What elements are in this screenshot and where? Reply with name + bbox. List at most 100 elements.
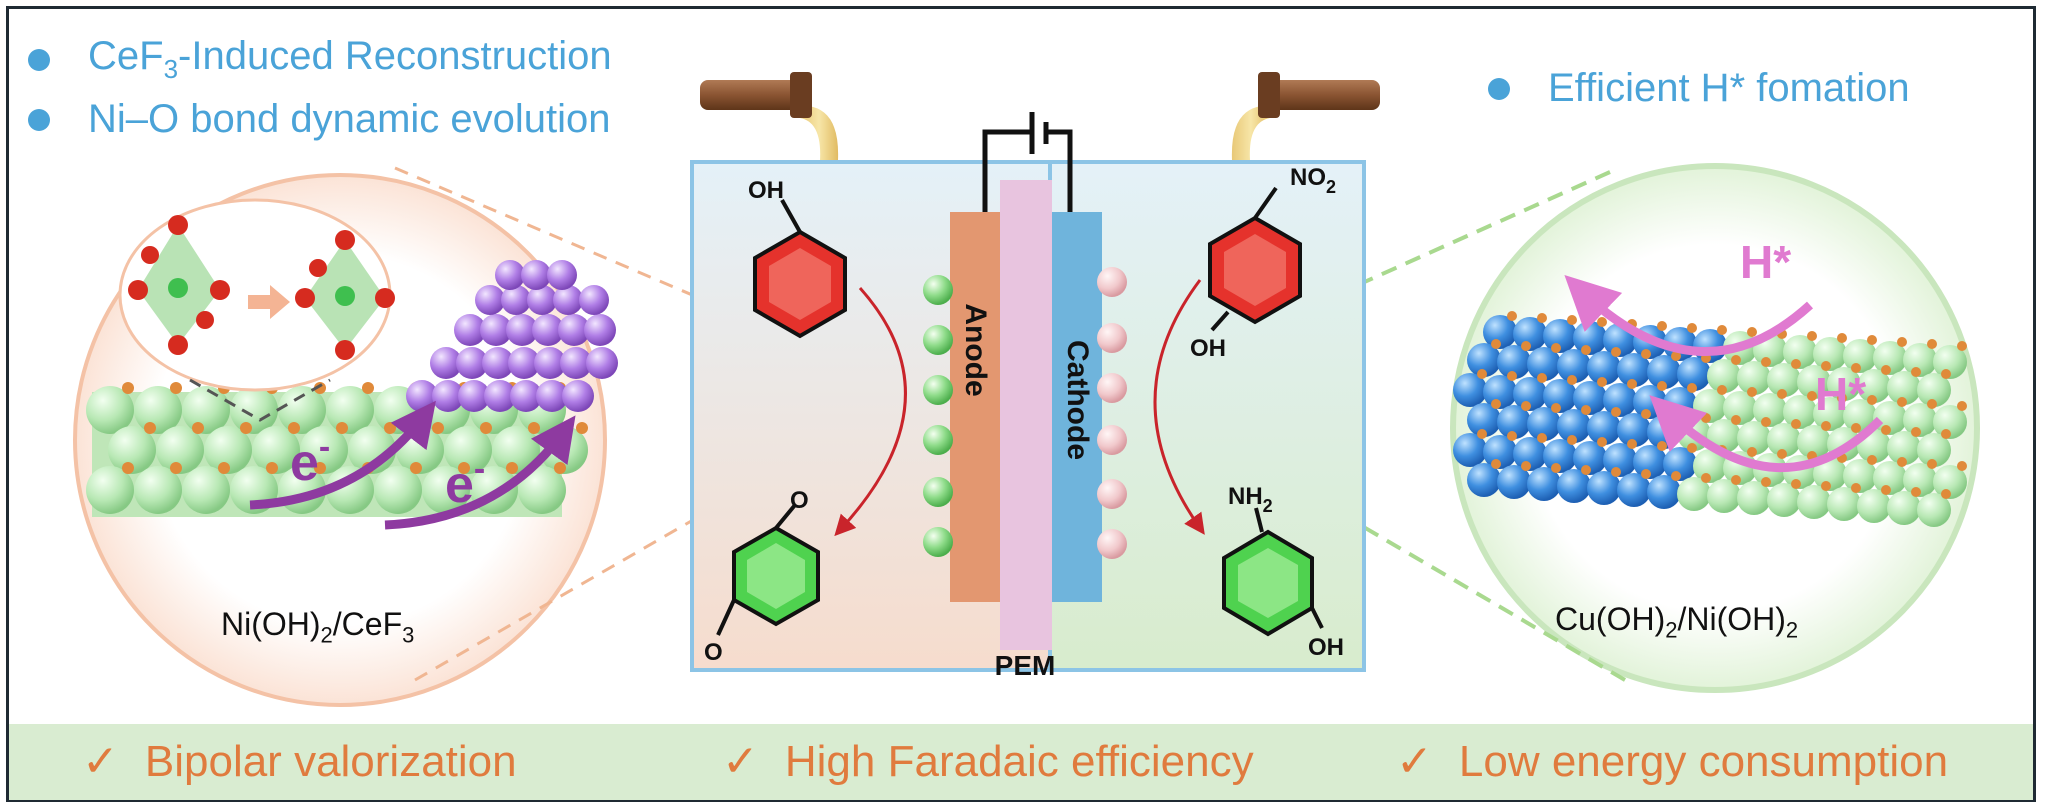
o-atom — [1521, 401, 1531, 411]
cef3-atom — [553, 285, 583, 315]
o-atom — [1657, 441, 1667, 451]
cef3-atom — [432, 380, 464, 412]
cu-atom — [1677, 357, 1711, 391]
check-icon: ✓ — [1396, 737, 1433, 786]
cu-atom — [1453, 373, 1487, 407]
cu-atom — [1497, 345, 1531, 379]
ni-atom — [1797, 365, 1831, 399]
bullet-ni-o-evolution: Ni–O bond dynamic evolution — [28, 97, 611, 142]
o-atom — [1521, 461, 1531, 471]
o-atom — [1821, 421, 1831, 431]
o-atom — [288, 422, 300, 434]
bullet-dot — [1488, 77, 1510, 100]
left-inlet-pipe — [700, 72, 839, 160]
o-atom — [1581, 465, 1591, 475]
ni-atom — [1783, 335, 1817, 369]
o-atom — [1957, 461, 1967, 471]
ni-atom — [86, 466, 134, 514]
o-atom — [1701, 473, 1711, 483]
ni-atom — [1737, 481, 1771, 515]
o-atom — [1551, 403, 1561, 413]
ni-atom — [156, 426, 204, 474]
electron-label-2: e- — [445, 450, 485, 514]
cu-atom — [1527, 407, 1561, 441]
ni-atom — [1873, 461, 1907, 495]
o-atom — [1657, 321, 1667, 331]
ni-atom — [1903, 463, 1937, 497]
o-atom — [1957, 341, 1967, 351]
o-atom — [1477, 369, 1487, 379]
benefit-low-energy: ✓ Low energy consumption — [1396, 736, 1949, 787]
ni-atom — [1857, 489, 1891, 523]
o-atom — [1597, 317, 1607, 327]
benefits-band — [9, 724, 2033, 800]
ni-atom — [1917, 433, 1951, 467]
ni-atom — [230, 386, 278, 434]
o-atom — [336, 422, 348, 434]
o-atom — [506, 462, 518, 474]
svg-text:OH: OH — [748, 177, 784, 204]
ni-atom — [422, 466, 470, 514]
o-atom — [1507, 431, 1517, 441]
transform-arrow — [248, 285, 290, 319]
o-atom — [1731, 415, 1741, 425]
bullet-dot — [28, 48, 50, 71]
cu-atom — [1483, 375, 1517, 409]
o-atom — [1717, 325, 1727, 335]
o-atom — [1851, 363, 1861, 373]
cu-atom — [1603, 383, 1637, 417]
o-atom — [1911, 487, 1921, 497]
ni-atom — [1753, 393, 1787, 427]
o-atom — [1567, 375, 1577, 385]
bullet-text-1: CeF3-Induced Reconstruction — [88, 34, 612, 84]
cu-atom — [1483, 315, 1517, 349]
ni-atom — [134, 386, 182, 434]
o-atom — [1671, 351, 1681, 361]
ni-atom — [444, 426, 492, 474]
svg-text:NH2: NH2 — [1228, 483, 1273, 516]
cef3-atom — [532, 314, 564, 346]
o-atom — [1597, 437, 1607, 447]
ni-atom — [1813, 337, 1847, 371]
electron-arrow — [384, 415, 576, 530]
ni-atom — [1797, 425, 1831, 459]
left-material-label: Ni(OH)2/CeF3 — [221, 606, 415, 648]
bullet-text-2: Ni–O bond dynamic evolution — [88, 97, 611, 141]
o-atom — [218, 462, 230, 474]
o-atom — [1491, 339, 1501, 349]
o-atom — [1627, 439, 1637, 449]
ni-atom — [1767, 423, 1801, 457]
o-atom — [240, 422, 252, 434]
o-atom — [1911, 427, 1921, 437]
o-atom — [1761, 477, 1771, 487]
h-star-label-1: H* — [1740, 236, 1791, 288]
ni-atom — [1797, 485, 1831, 519]
o-atom — [1821, 481, 1831, 491]
o-atom — [1881, 485, 1891, 495]
o-atom — [1837, 393, 1847, 403]
cef3-cluster — [406, 260, 618, 412]
ni-atom — [1813, 397, 1847, 431]
o-atom — [432, 422, 444, 434]
bullet-text-3: Efficient H* fomation — [1548, 66, 1910, 110]
cu-atom — [1467, 463, 1501, 497]
ni-atom — [1917, 373, 1951, 407]
ni-atom — [1677, 477, 1711, 511]
ni-atom — [1887, 371, 1921, 405]
cef3-atom — [501, 285, 531, 315]
o-atom — [1491, 459, 1501, 469]
cef3-atom — [586, 347, 618, 379]
ni-atom — [1783, 395, 1817, 429]
diagram-canvas: e- e- H* H* — [73, 72, 1980, 707]
o-atom — [1851, 483, 1861, 493]
cu-atom — [1557, 349, 1591, 383]
ni-atom — [1707, 479, 1741, 513]
cu-atom — [1453, 433, 1487, 467]
cef3-atom — [521, 260, 551, 290]
o-atom — [1537, 433, 1547, 443]
power-supply — [982, 112, 1073, 212]
right-material-label: Cu(OH)2/Ni(OH)2 — [1555, 601, 1799, 643]
cu-atom — [1513, 377, 1547, 411]
cu-atom — [1543, 379, 1577, 413]
o-atom — [1747, 447, 1757, 457]
